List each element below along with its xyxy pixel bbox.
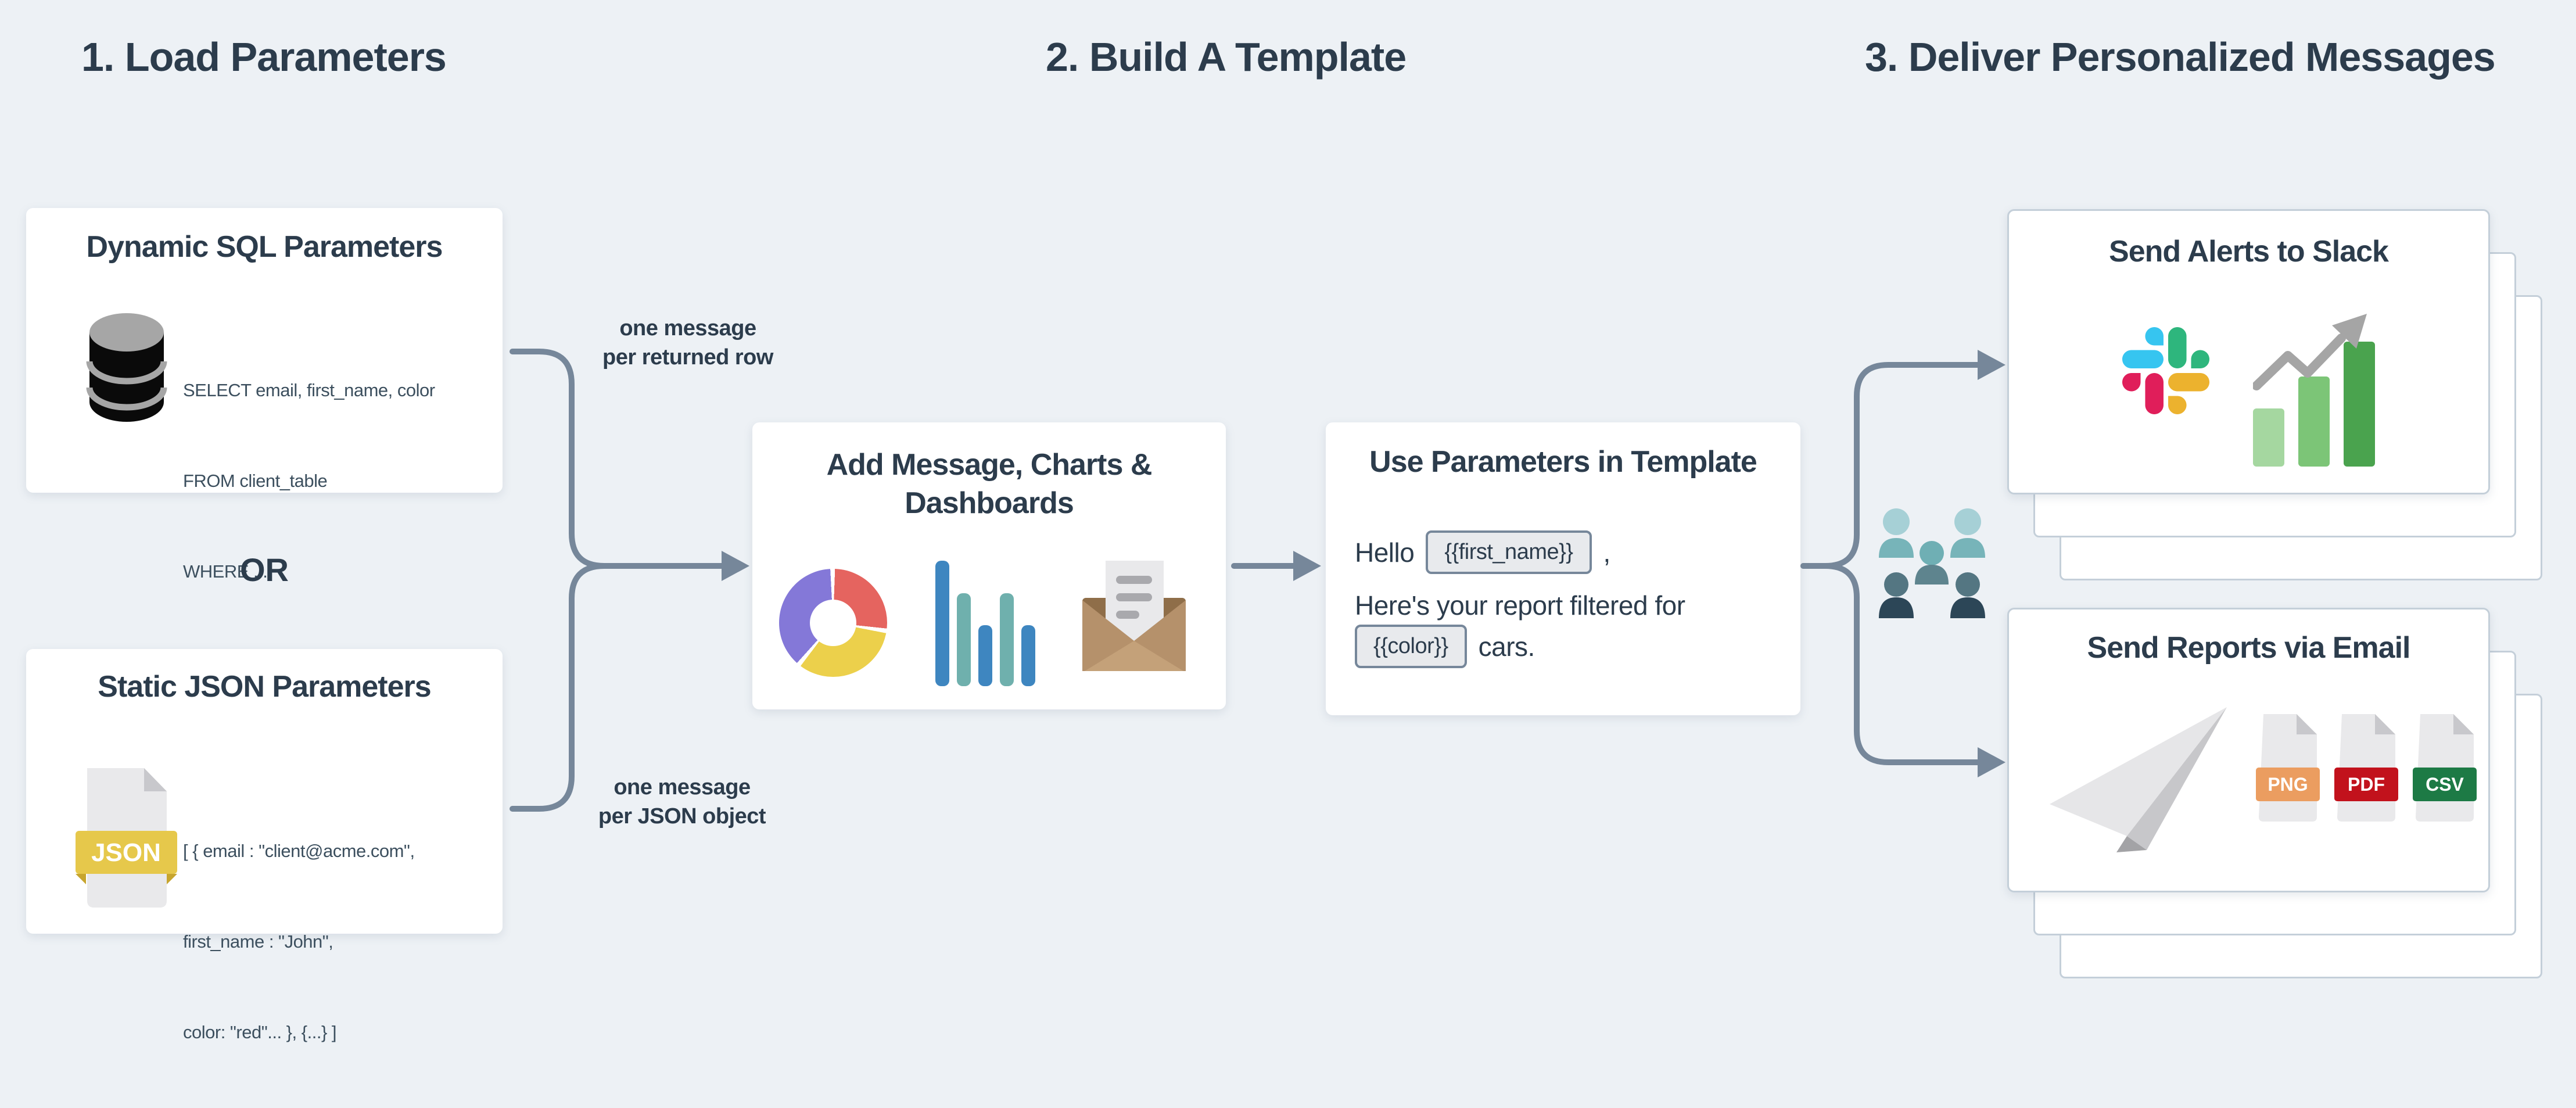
card-title-line: Dashboards: [905, 486, 1074, 520]
pdf-badge-text: PDF: [2348, 774, 2385, 795]
connector-sql-to-merge: [510, 349, 726, 569]
card-title: Static JSON Parameters: [98, 670, 431, 704]
template-comma: ,: [1603, 537, 1611, 568]
template-hello-text: Hello: [1355, 537, 1415, 568]
pdf-file-icon: PDF: [2334, 714, 2398, 822]
json-file-icon: JSON: [76, 768, 177, 908]
first-name-parameter-chip: {{first_name}}: [1426, 530, 1592, 574]
card-send-reports-email: Send Reports via Email PNG PDF CSV: [2007, 608, 2490, 892]
audience-people-icon: [1879, 508, 1985, 618]
template-cars-text: cars.: [1478, 631, 1535, 662]
growth-chart-icon: [2253, 314, 2375, 467]
section-title-deliver-messages: 3. Deliver Personalized Messages: [1865, 34, 2496, 80]
diagram-page: { "titles": { "step1": "1. Load Paramete…: [26, 34, 2542, 1042]
connector-json-to-merge: [510, 563, 607, 812]
csv-file-icon: CSV: [2413, 714, 2477, 822]
json-code-line: [ { email : "client@acme.com",: [183, 841, 415, 861]
json-code-line: color: "red"... }, {...} ]: [183, 1022, 337, 1042]
donut-chart-icon: [779, 569, 887, 677]
label-line: per JSON object: [598, 804, 766, 829]
card-use-parameters-template: Use Parameters in Template Hello {{first…: [1326, 422, 1800, 715]
card-title-line: Add Message, Charts &: [826, 448, 1153, 482]
connector-arrows: [510, 349, 2005, 812]
arrowhead-to-slack: [1978, 350, 2005, 380]
card-send-alerts-slack: Send Alerts to Slack: [2007, 209, 2490, 494]
card-title: Send Alerts to Slack: [2109, 235, 2389, 268]
card-title: Add Message, Charts & Dashboards: [752, 446, 1226, 522]
json-code-line: first_name : "John",: [183, 931, 333, 952]
template-line-1: Hello {{first_name}} ,: [1355, 530, 1610, 574]
bar-chart-icon: [935, 561, 1035, 686]
csv-badge-text: CSV: [2426, 774, 2464, 795]
card-title: Dynamic SQL Parameters: [86, 230, 443, 264]
card-dynamic-sql-parameters: Dynamic SQL Parameters SELECT email, fir…: [26, 208, 503, 582]
arrowhead-to-usage: [1293, 551, 1321, 581]
label-line: one message: [619, 316, 756, 340]
card-static-json-parameters: Static JSON Parameters JSON [ { email : …: [26, 649, 503, 1042]
sql-code-block: SELECT email, first_name, color FROM cli…: [183, 315, 435, 647]
database-icon: [86, 313, 167, 422]
sql-code-line: SELECT email, first_name, color: [183, 380, 435, 400]
card-title: Use Parameters in Template: [1369, 445, 1757, 479]
template-report-text: Here's your report filtered for: [1355, 590, 1685, 621]
section-title-load-parameters: 1. Load Parameters: [81, 34, 447, 80]
png-badge-text: PNG: [2268, 774, 2308, 795]
connector-usage-to-slack: [1800, 362, 1982, 569]
label-line: one message: [613, 775, 751, 799]
png-file-icon: PNG: [2256, 714, 2320, 822]
label-one-message-per-row: one message per returned row: [566, 314, 810, 372]
json-badge-text: JSON: [91, 838, 161, 867]
slack-logo-icon: [2122, 327, 2209, 414]
label-one-message-per-json: one message per JSON object: [560, 773, 804, 831]
sql-code-line: WHERE ...: [183, 561, 268, 582]
donut-hole: [810, 600, 856, 646]
envelope-message-icon: [1082, 561, 1186, 671]
arrowhead-to-email: [1978, 747, 2005, 777]
or-label: OR: [240, 551, 289, 588]
paper-plane-icon: [2050, 707, 2227, 852]
template-line-3: {{color}} cars.: [1355, 625, 1535, 668]
label-line: per returned row: [602, 345, 773, 370]
json-code-block: [ { email : "client@acme.com", first_nam…: [183, 776, 415, 1108]
arrowhead-to-builder: [722, 551, 749, 581]
card-add-message-charts: Add Message, Charts & Dashboards: [752, 422, 1226, 709]
color-parameter-chip: {{color}}: [1355, 625, 1467, 668]
template-line-2: Here's your report filtered for: [1355, 590, 1685, 621]
connector-usage-to-email: [1800, 563, 1982, 765]
section-title-build-template: 2. Build A Template: [1046, 34, 1407, 80]
sql-code-line: FROM client_table: [183, 471, 328, 491]
card-title: Send Reports via Email: [2087, 631, 2411, 665]
